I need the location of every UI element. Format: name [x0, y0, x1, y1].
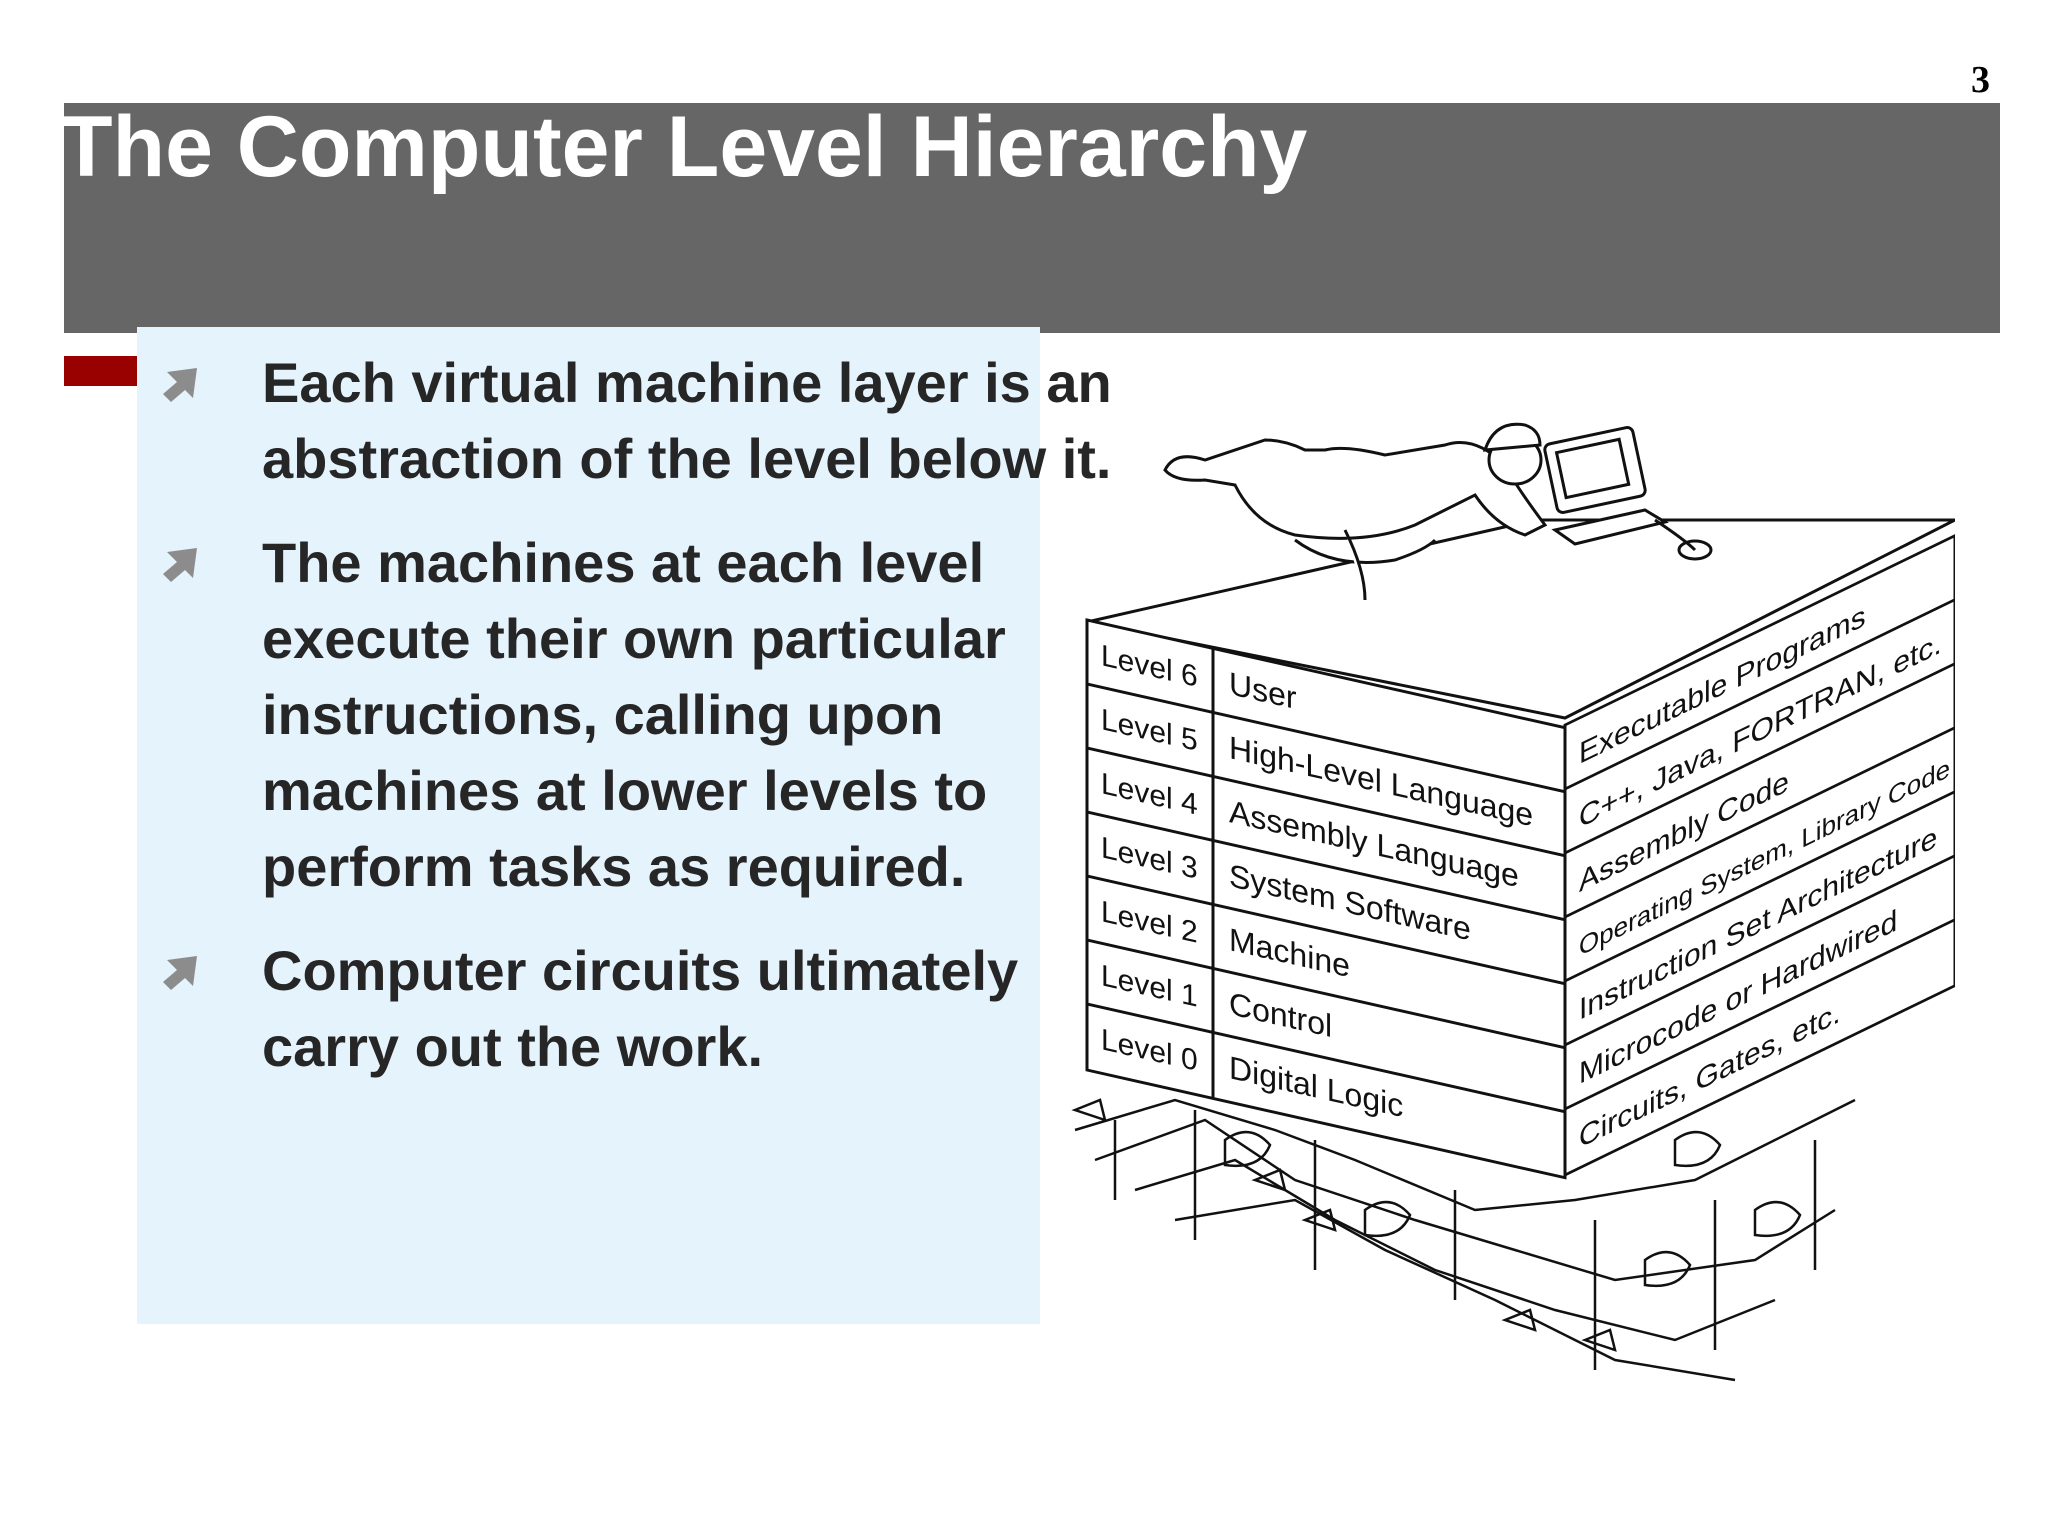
title-band: [64, 103, 2000, 333]
circuit-schematic-icon: [1071, 1098, 1856, 1382]
person-at-computer-icon: [1163, 422, 1713, 601]
title-accent-bar: [64, 356, 148, 386]
slide-title: The Computer Level Hierarchy: [60, 99, 1308, 195]
bullet-item: The machines at each level execute their…: [137, 525, 1040, 905]
content-box: Each virtual machine layer is an abstrac…: [137, 327, 1112, 1324]
page-number: 3: [1971, 59, 1990, 101]
bullet-list: Each virtual machine layer is an abstrac…: [137, 345, 1112, 1113]
box-right-face: Executable Programs C++, Java, FORTRAN, …: [1563, 533, 1955, 1178]
arrow-up-right-icon: [163, 548, 197, 582]
arrow-up-right-icon: [163, 956, 197, 990]
bullet-text: The machines at each level execute their…: [262, 531, 1006, 898]
bullet-text: Each virtual machine layer is an abstrac…: [262, 351, 1112, 490]
box-front-face: Level 6 Level 5 Level 4 Level 3 Level 2 …: [1085, 618, 1567, 1180]
bullet-text: Computer circuits ultimately carry out t…: [262, 939, 1019, 1078]
arrow-up-right-icon: [163, 368, 197, 402]
bullet-item: Each virtual machine layer is an abstrac…: [137, 345, 1112, 497]
bullet-item: Computer circuits ultimately carry out t…: [137, 933, 1040, 1085]
level-hierarchy-figure: Level 6 Level 5 Level 4 Level 3 Level 2 …: [1071, 422, 1955, 1382]
